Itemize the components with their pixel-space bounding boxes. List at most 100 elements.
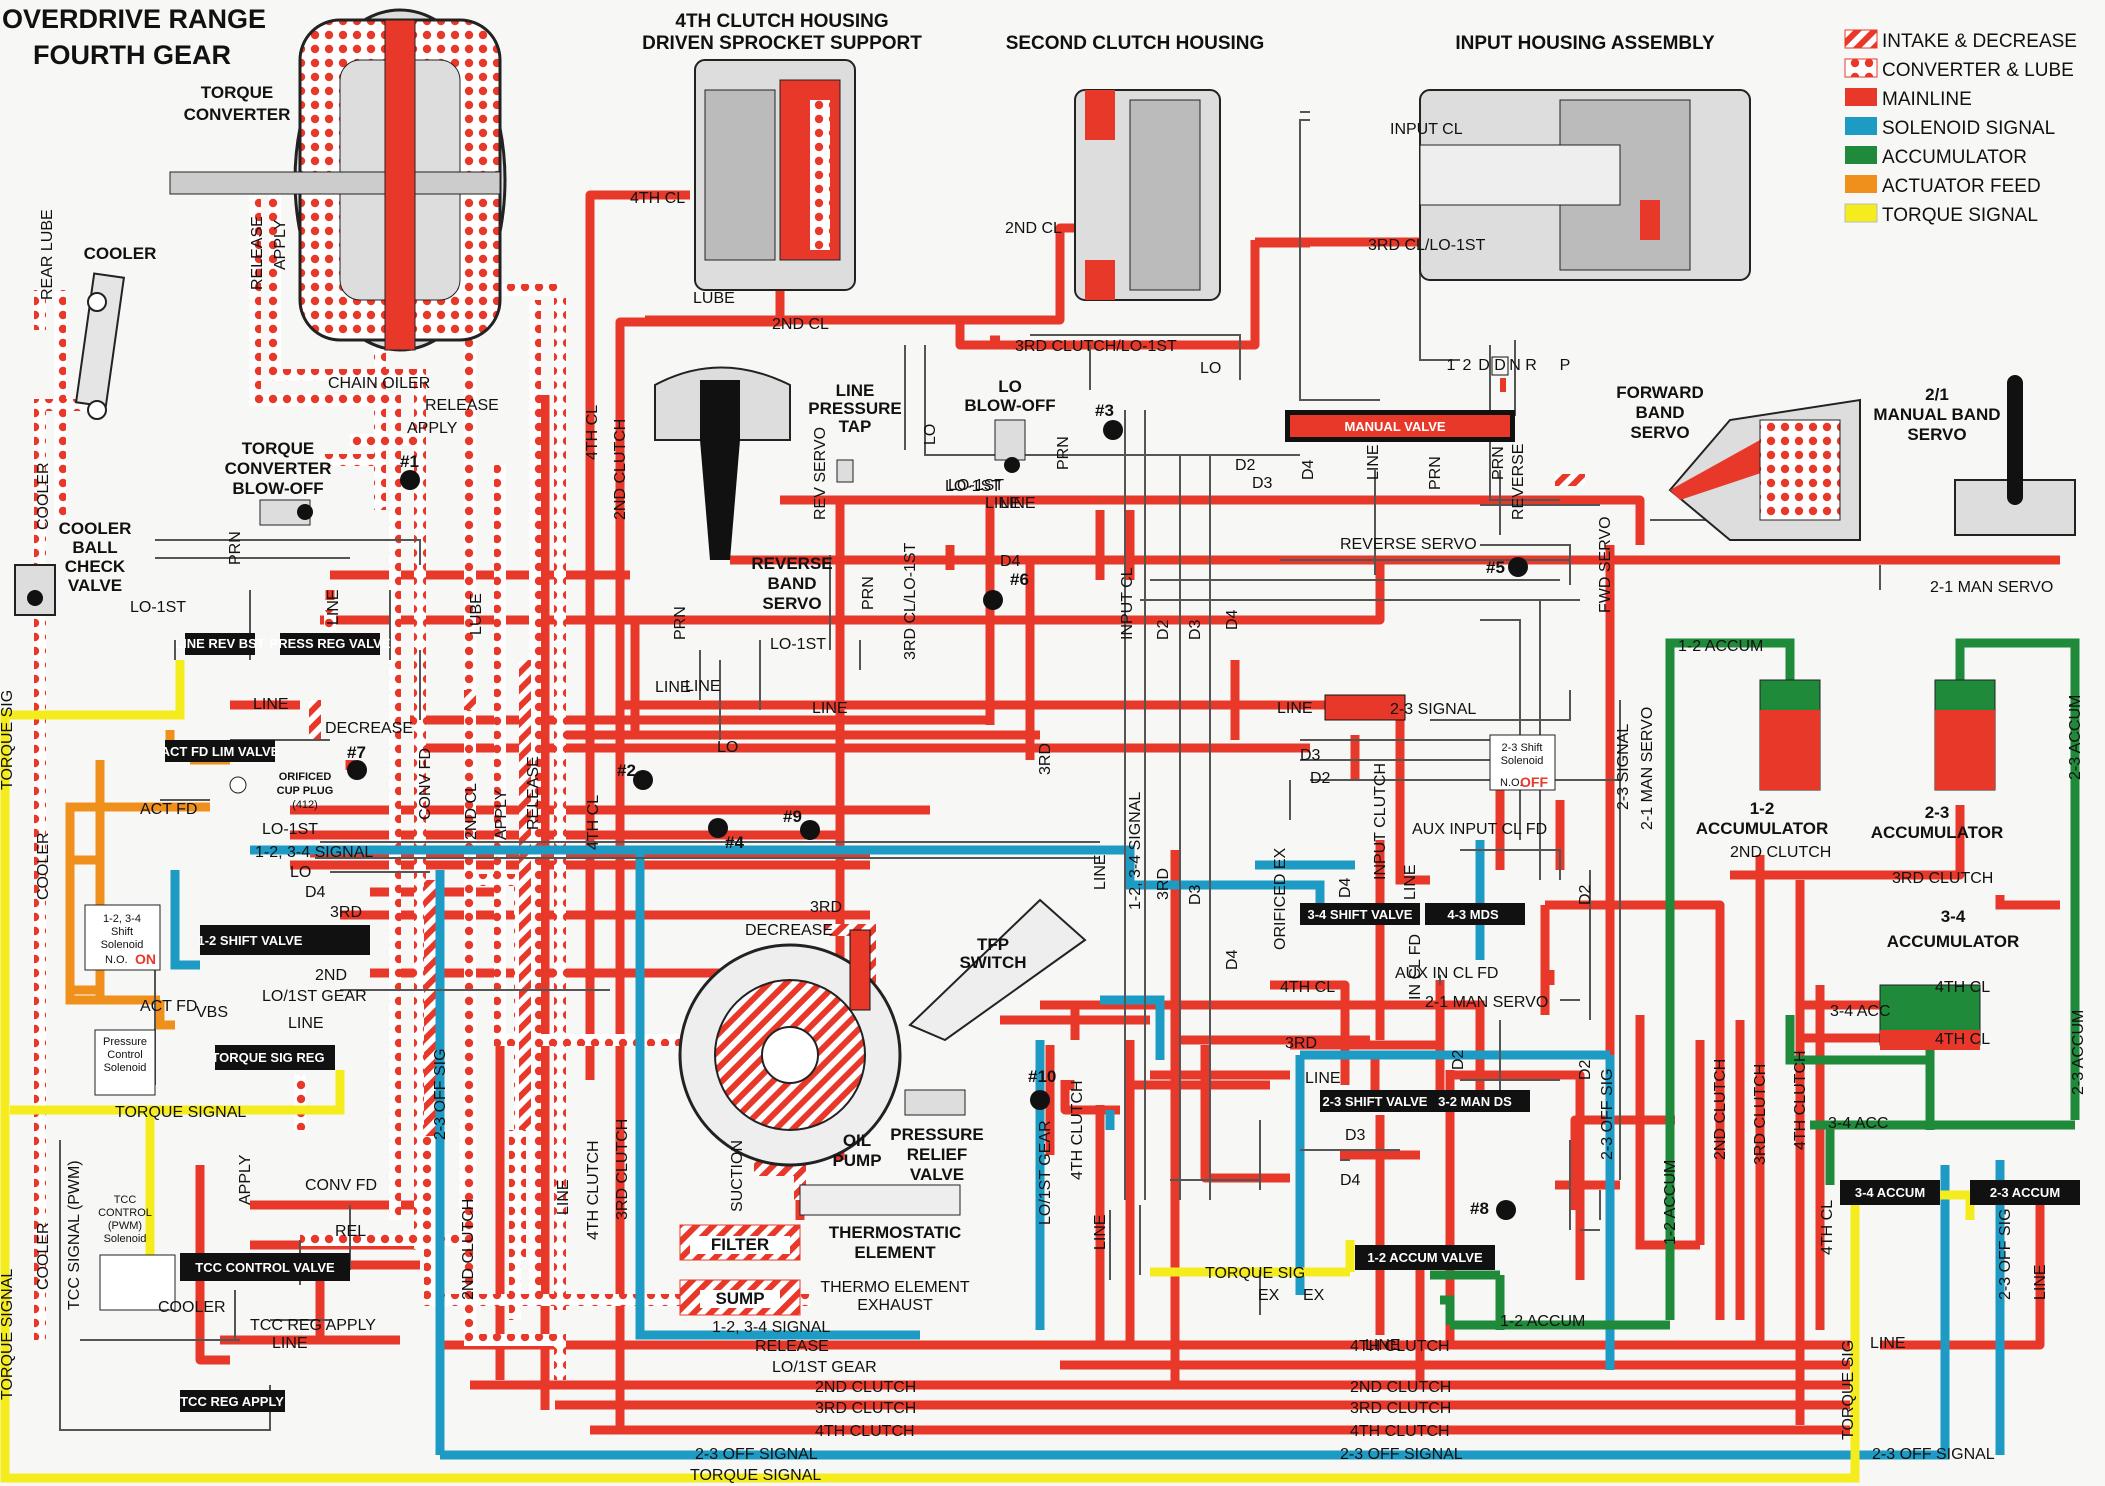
passage-label: TORQUE SIG <box>1840 1340 1857 1440</box>
passage-label: D2 <box>1310 770 1331 787</box>
passage-label: LINE <box>253 696 289 713</box>
fourth-clutch-housing <box>694 59 856 291</box>
accum-34-valve-label: 3-4 ACCUM <box>1855 1185 1925 1200</box>
passage-label: 2-3 OFF SIGNAL <box>1340 1446 1463 1463</box>
shift-23-label: 2-3 SHIFT VALVE <box>1323 1094 1428 1109</box>
solenoid-label: 1-2, 3-4 <box>103 913 141 925</box>
passage-label: 3RD <box>330 904 362 921</box>
orificed-cup-plug <box>229 776 247 794</box>
passage-label: INPUT CL <box>1119 567 1136 640</box>
passage-label: LINE <box>1092 1214 1109 1250</box>
torque-converter-label: CONVERTER <box>184 105 291 124</box>
checkball-label: #3 <box>1095 401 1114 420</box>
header-4th-clutch: 4TH CLUTCH HOUSING <box>675 11 888 32</box>
passage-label: D2 <box>1155 619 1172 640</box>
forward-band-servo <box>1668 398 1861 541</box>
passage-label: TORQUE SIGNAL <box>0 1269 16 1400</box>
passage-label: 4TH CL <box>584 405 601 460</box>
tcc-pwm-solenoid <box>99 1254 176 1311</box>
oil-pump-label: OIL <box>843 1131 871 1150</box>
passage-label: PRN <box>227 531 244 565</box>
passage-label: 3-4 ACC <box>1830 1003 1890 1020</box>
passage-label: 3RD CLUTCH <box>614 1119 631 1220</box>
solenoid-label: Control <box>107 1049 142 1061</box>
accumulator-12 <box>1759 679 1821 791</box>
passage-label: 1-2 ACCUM <box>1500 1313 1585 1330</box>
passage-label: COOLER <box>35 462 52 530</box>
tc-blowoff-ball <box>297 504 313 520</box>
passage-label: REL <box>335 1223 366 1240</box>
forward-band-servo-label: SERVO <box>1630 423 1689 442</box>
pressure-relief-label: PRESSURE <box>890 1125 984 1144</box>
input-housing-assembly <box>1419 89 1751 281</box>
passage-label: D4 <box>1340 1172 1361 1189</box>
passage-label: 1-2, 3-4 SIGNAL <box>712 1319 830 1336</box>
passage-label: COOLER <box>158 1299 226 1316</box>
thermo-exhaust-label: THERMO ELEMENT <box>820 1279 970 1296</box>
tfp-switch-label: TFP <box>977 935 1009 954</box>
passage-label: LINE <box>325 589 342 625</box>
passage-label: LINE <box>685 678 721 695</box>
passage-label: 1-2 ACCUM <box>1662 1160 1679 1245</box>
passage-label: 4TH CLUTCH <box>1350 1338 1450 1355</box>
accumulator-12-label: 1-2 <box>1750 799 1775 818</box>
oil-pump <box>678 943 902 1167</box>
gear-selector: 1 2 D D N R P <box>1447 356 1570 392</box>
passage-label: 2ND CLUTCH <box>1712 1059 1729 1160</box>
passage-label: TORQUE SIGNAL <box>115 1104 246 1121</box>
shift-12-label: 1-2 SHIFT VALVE <box>198 933 303 948</box>
passage-label: 2ND CL <box>772 316 829 333</box>
passage-label: LO <box>1200 360 1221 377</box>
legend-swatch-torque <box>1844 203 1878 223</box>
passage-label: LO <box>717 739 738 756</box>
act-fd-lim-label: ACT FD LIM VALVE <box>161 744 280 759</box>
accumulator-34-label: 3-4 <box>1941 907 1966 926</box>
tc-blowoff-label: BLOW-OFF <box>232 479 323 498</box>
legend-label: CONVERTER & LUBE <box>1882 60 2074 81</box>
exhaust-passages <box>59 111 1881 1431</box>
passage-label: LO/1ST GEAR <box>262 988 367 1005</box>
checkball-label: #9 <box>783 807 802 826</box>
passage-label: LINE <box>1365 1337 1401 1354</box>
line-pressure-tap-label: TAP <box>839 417 872 436</box>
pressure-relief-valve <box>904 1089 966 1116</box>
passage-label: TORQUE SIG <box>0 690 16 790</box>
passage-label: RELEASE <box>249 216 266 290</box>
legend-swatch-accumulator <box>1845 146 1877 164</box>
passage-label: 2-1 MAN SERVO <box>1425 994 1548 1011</box>
man-ds-32-label: 3-2 MAN DS <box>1438 1094 1512 1109</box>
tc-blowoff-label: TORQUE <box>242 439 314 458</box>
passage-label: LINE <box>812 700 848 717</box>
passage-label: EX <box>1303 1287 1325 1304</box>
cooler <box>74 272 126 420</box>
passage-label: PRN <box>1427 456 1444 490</box>
passage-label: RELEASE <box>755 1338 829 1355</box>
selector-position: D <box>1478 357 1490 374</box>
forward-band-servo-label: FORWARD <box>1616 383 1704 402</box>
tcc-control-label: TCC CONTROL VALVE <box>195 1260 335 1275</box>
legend-swatch-actuator <box>1845 175 1877 193</box>
sump-label: SUMP <box>715 1289 764 1308</box>
passage-label: LINE <box>288 1015 324 1032</box>
passage-label: CONV FD <box>417 748 434 820</box>
valve-bodies <box>165 633 2080 1412</box>
lo-blowoff-ball <box>1004 457 1020 473</box>
passage-label: APPLY <box>493 789 510 840</box>
passage-label: 3RD CLUTCH/LO-1ST <box>1015 338 1177 355</box>
passage-label: 3RD <box>1285 1035 1317 1052</box>
passage-labels: 4TH CL LUBE 2ND CL 2ND CL 3RD CL/LO-1ST … <box>0 121 2087 1484</box>
selector-position: D <box>1494 357 1506 374</box>
solenoid-type: N.O. <box>105 954 128 966</box>
solenoid-label: Pressure <box>103 1036 147 1048</box>
forward-band-servo-label: BAND <box>1635 403 1684 422</box>
pressure-relief-label: RELIEF <box>907 1145 967 1164</box>
accumulator-12-label: ACCUMULATOR <box>1696 819 1829 838</box>
passage-label: LO-1ST <box>130 599 186 616</box>
passage-label: ACT FD <box>140 801 197 818</box>
accum-23-valve-label: 2-3 ACCUM <box>1990 1185 2060 1200</box>
passage-label: LINE <box>1870 1335 1906 1352</box>
cooler-label: COOLER <box>84 244 157 263</box>
thermostatic-label: ELEMENT <box>854 1243 936 1262</box>
solenoid-label: Shift <box>111 926 133 938</box>
passage-label: LINE <box>1365 444 1382 480</box>
